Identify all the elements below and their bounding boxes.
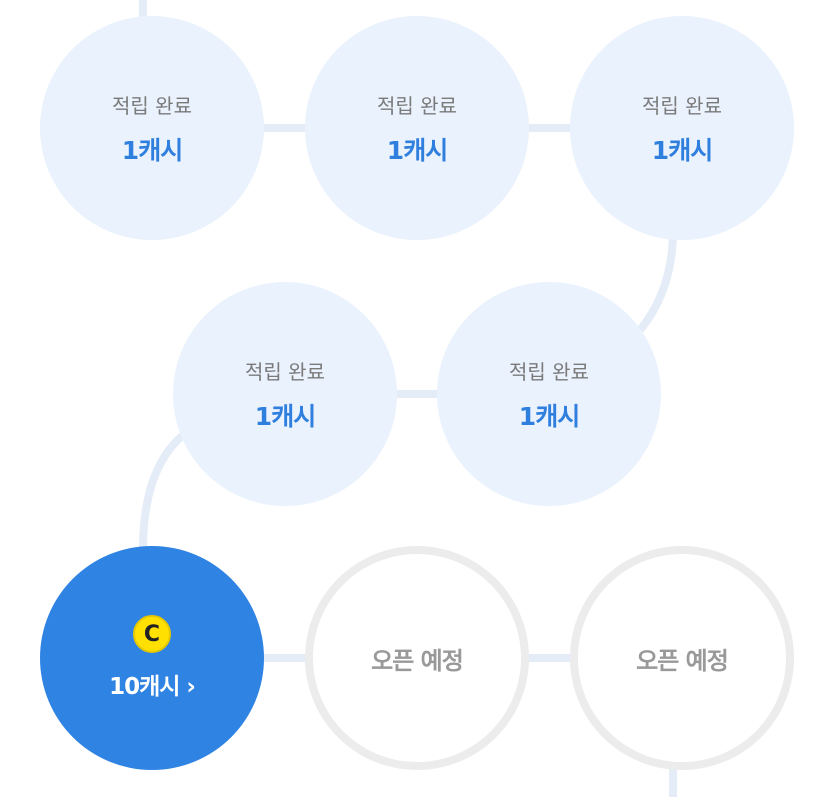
step-4-completed: 적립 완료 1캐시 — [173, 282, 397, 506]
step-2-completed: 적립 완료 1캐시 — [305, 16, 529, 240]
step-6-current-claim-button[interactable]: C 10캐시 › — [40, 546, 264, 770]
step-3-completed: 적립 완료 1캐시 — [570, 16, 794, 240]
step-8-upcoming: 오픈 예정 — [570, 546, 794, 770]
step-amount: 1캐시 — [254, 401, 316, 431]
step-status: 오픈 예정 — [371, 646, 464, 675]
step-amount: 1캐시 — [386, 135, 448, 165]
step-status: 적립 완료 — [509, 359, 589, 384]
step-amount: 10캐시 › — [109, 674, 196, 700]
step-status: 적립 완료 — [377, 93, 457, 118]
step-amount: 1캐시 — [651, 135, 713, 165]
step-5-completed: 적립 완료 1캐시 — [437, 282, 661, 506]
step-status: 적립 완료 — [642, 93, 722, 118]
step-7-upcoming: 오픈 예정 — [305, 546, 529, 770]
step-amount: 1캐시 — [121, 135, 183, 165]
step-amount: 1캐시 — [518, 401, 580, 431]
step-1-completed: 적립 완료 1캐시 — [40, 16, 264, 240]
step-status: 오픈 예정 — [636, 646, 729, 675]
step-status: 적립 완료 — [245, 359, 325, 384]
step-status: 적립 완료 — [112, 93, 192, 118]
coin-icon: C — [133, 615, 171, 653]
